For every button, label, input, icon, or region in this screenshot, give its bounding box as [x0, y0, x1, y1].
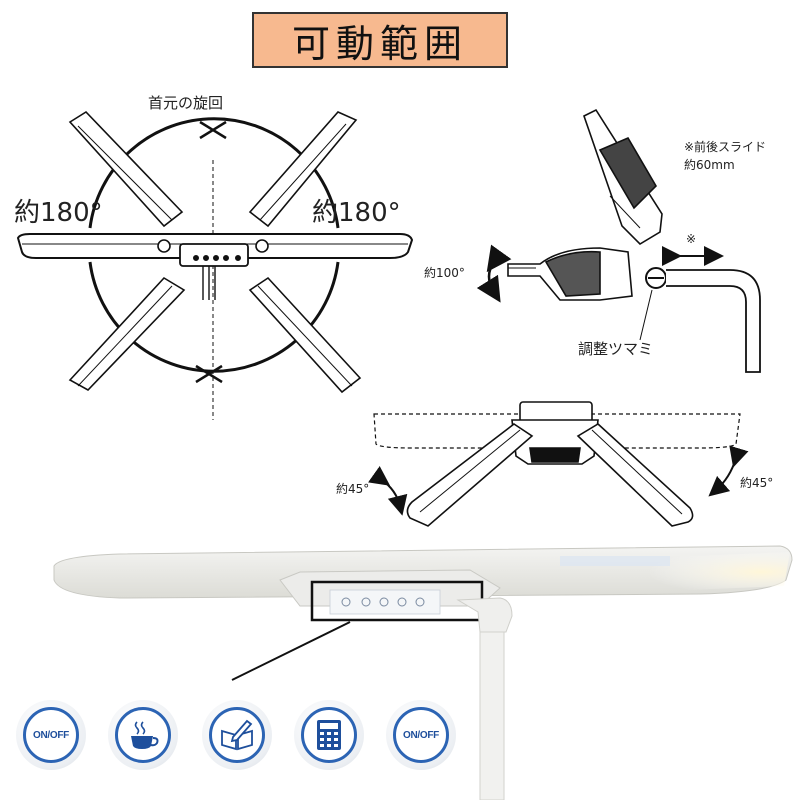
page-title: 可動範囲: [252, 12, 508, 68]
coffee-cup-icon: [115, 707, 171, 763]
rotation-diagram: [16, 110, 414, 420]
relax-mode-button[interactable]: [108, 700, 178, 770]
rotation-mark-top: [199, 120, 227, 140]
slide-mark: ※: [686, 232, 697, 246]
lamp-pole: [479, 631, 505, 800]
arm-right-45: [576, 423, 694, 527]
calculator-icon: [301, 707, 357, 763]
calculator-mode-button[interactable]: [294, 700, 364, 770]
slide-note-2: 約60mm: [684, 158, 735, 172]
rotation-caption: 首元の旋回: [148, 94, 224, 112]
power-icon: ON/OFF: [393, 707, 449, 763]
arm-upper-right: [248, 111, 358, 228]
rotation-mark-bottom: [195, 364, 223, 384]
tilt-angle-label: 約100°: [424, 266, 465, 280]
power-label: ON/OFF: [33, 729, 69, 741]
lamp-neck: [456, 597, 513, 633]
lamp-head: [179, 243, 249, 267]
arm-angle-diagram: [368, 401, 749, 527]
pole: [666, 269, 761, 373]
power-button-right[interactable]: ON/OFF: [386, 700, 456, 770]
study-book-pen-icon: [209, 707, 265, 763]
left-angle-label: 約180°: [14, 198, 103, 228]
power-icon: ON/OFF: [23, 707, 79, 763]
knob-label: 調整ツマミ: [578, 340, 654, 358]
arm-upper-left: [68, 110, 184, 228]
power-label: ON/OFF: [403, 729, 439, 741]
rotation-arc-top: [88, 117, 340, 229]
right-angle-label: 約180°: [312, 198, 401, 228]
left-45-label: 約45°: [336, 482, 370, 496]
slide-note-1: ※前後スライド: [684, 140, 767, 154]
study-mode-button[interactable]: [202, 700, 272, 770]
right-45-label: 約45°: [740, 476, 774, 490]
lamp-photo: [53, 545, 793, 800]
power-button-left[interactable]: ON/OFF: [16, 700, 86, 770]
arm-left-45: [406, 423, 534, 527]
tilt-slide-diagram: [476, 108, 761, 373]
hub-top: [519, 401, 593, 423]
